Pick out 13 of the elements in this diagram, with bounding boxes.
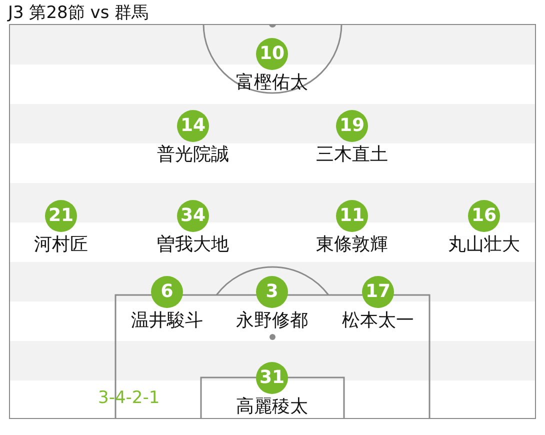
formation-label: 3-4-2-1	[98, 387, 160, 409]
player-name: 富樫佑太	[236, 71, 308, 95]
player-name: 普光院誠	[157, 143, 229, 167]
lineup-title: J3 第28節 vs 群馬	[8, 2, 149, 25]
player-name: 丸山壮大	[448, 233, 520, 257]
player-name: 河村匠	[34, 233, 88, 257]
player-name: 松本太一	[342, 309, 414, 333]
player-name: 曽我大地	[157, 233, 229, 257]
player-name: 東條敦輝	[316, 233, 388, 257]
player-name: 永野修都	[236, 309, 308, 333]
player-name: 温井駿斗	[131, 309, 203, 333]
player-name: 三木直土	[316, 143, 388, 167]
player-name: 高麗稜太	[236, 395, 308, 419]
